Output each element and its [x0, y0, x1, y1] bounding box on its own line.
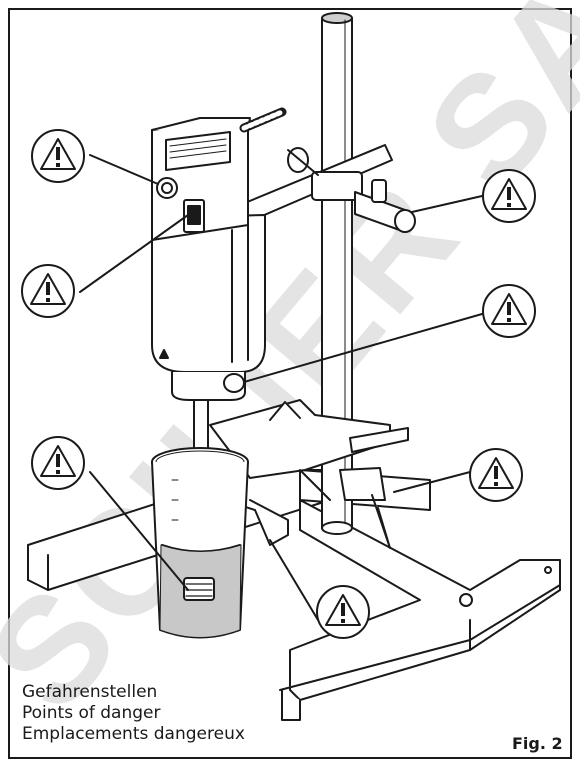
warning-icon-3 — [482, 169, 536, 223]
caption: Gefahrenstellen Points of danger Emplace… — [22, 682, 245, 745]
warning-icon-4 — [482, 284, 536, 338]
figure-label: Fig. 2 — [512, 734, 563, 753]
warning-icon-7 — [316, 585, 370, 639]
beaker — [151, 447, 249, 639]
warning-callouts — [79, 154, 483, 621]
caption-french: Emplacements dangereux — [22, 724, 245, 744]
caption-german: Gefahrenstellen — [22, 682, 158, 702]
caption-english: Points of danger — [22, 703, 161, 723]
warning-icon-5 — [31, 436, 85, 490]
motor-head — [151, 107, 287, 401]
warning-icon-1 — [31, 129, 85, 183]
warning-icon-2 — [21, 264, 75, 318]
warning-icon-6 — [469, 448, 523, 502]
beaker-clamp — [209, 399, 409, 549]
